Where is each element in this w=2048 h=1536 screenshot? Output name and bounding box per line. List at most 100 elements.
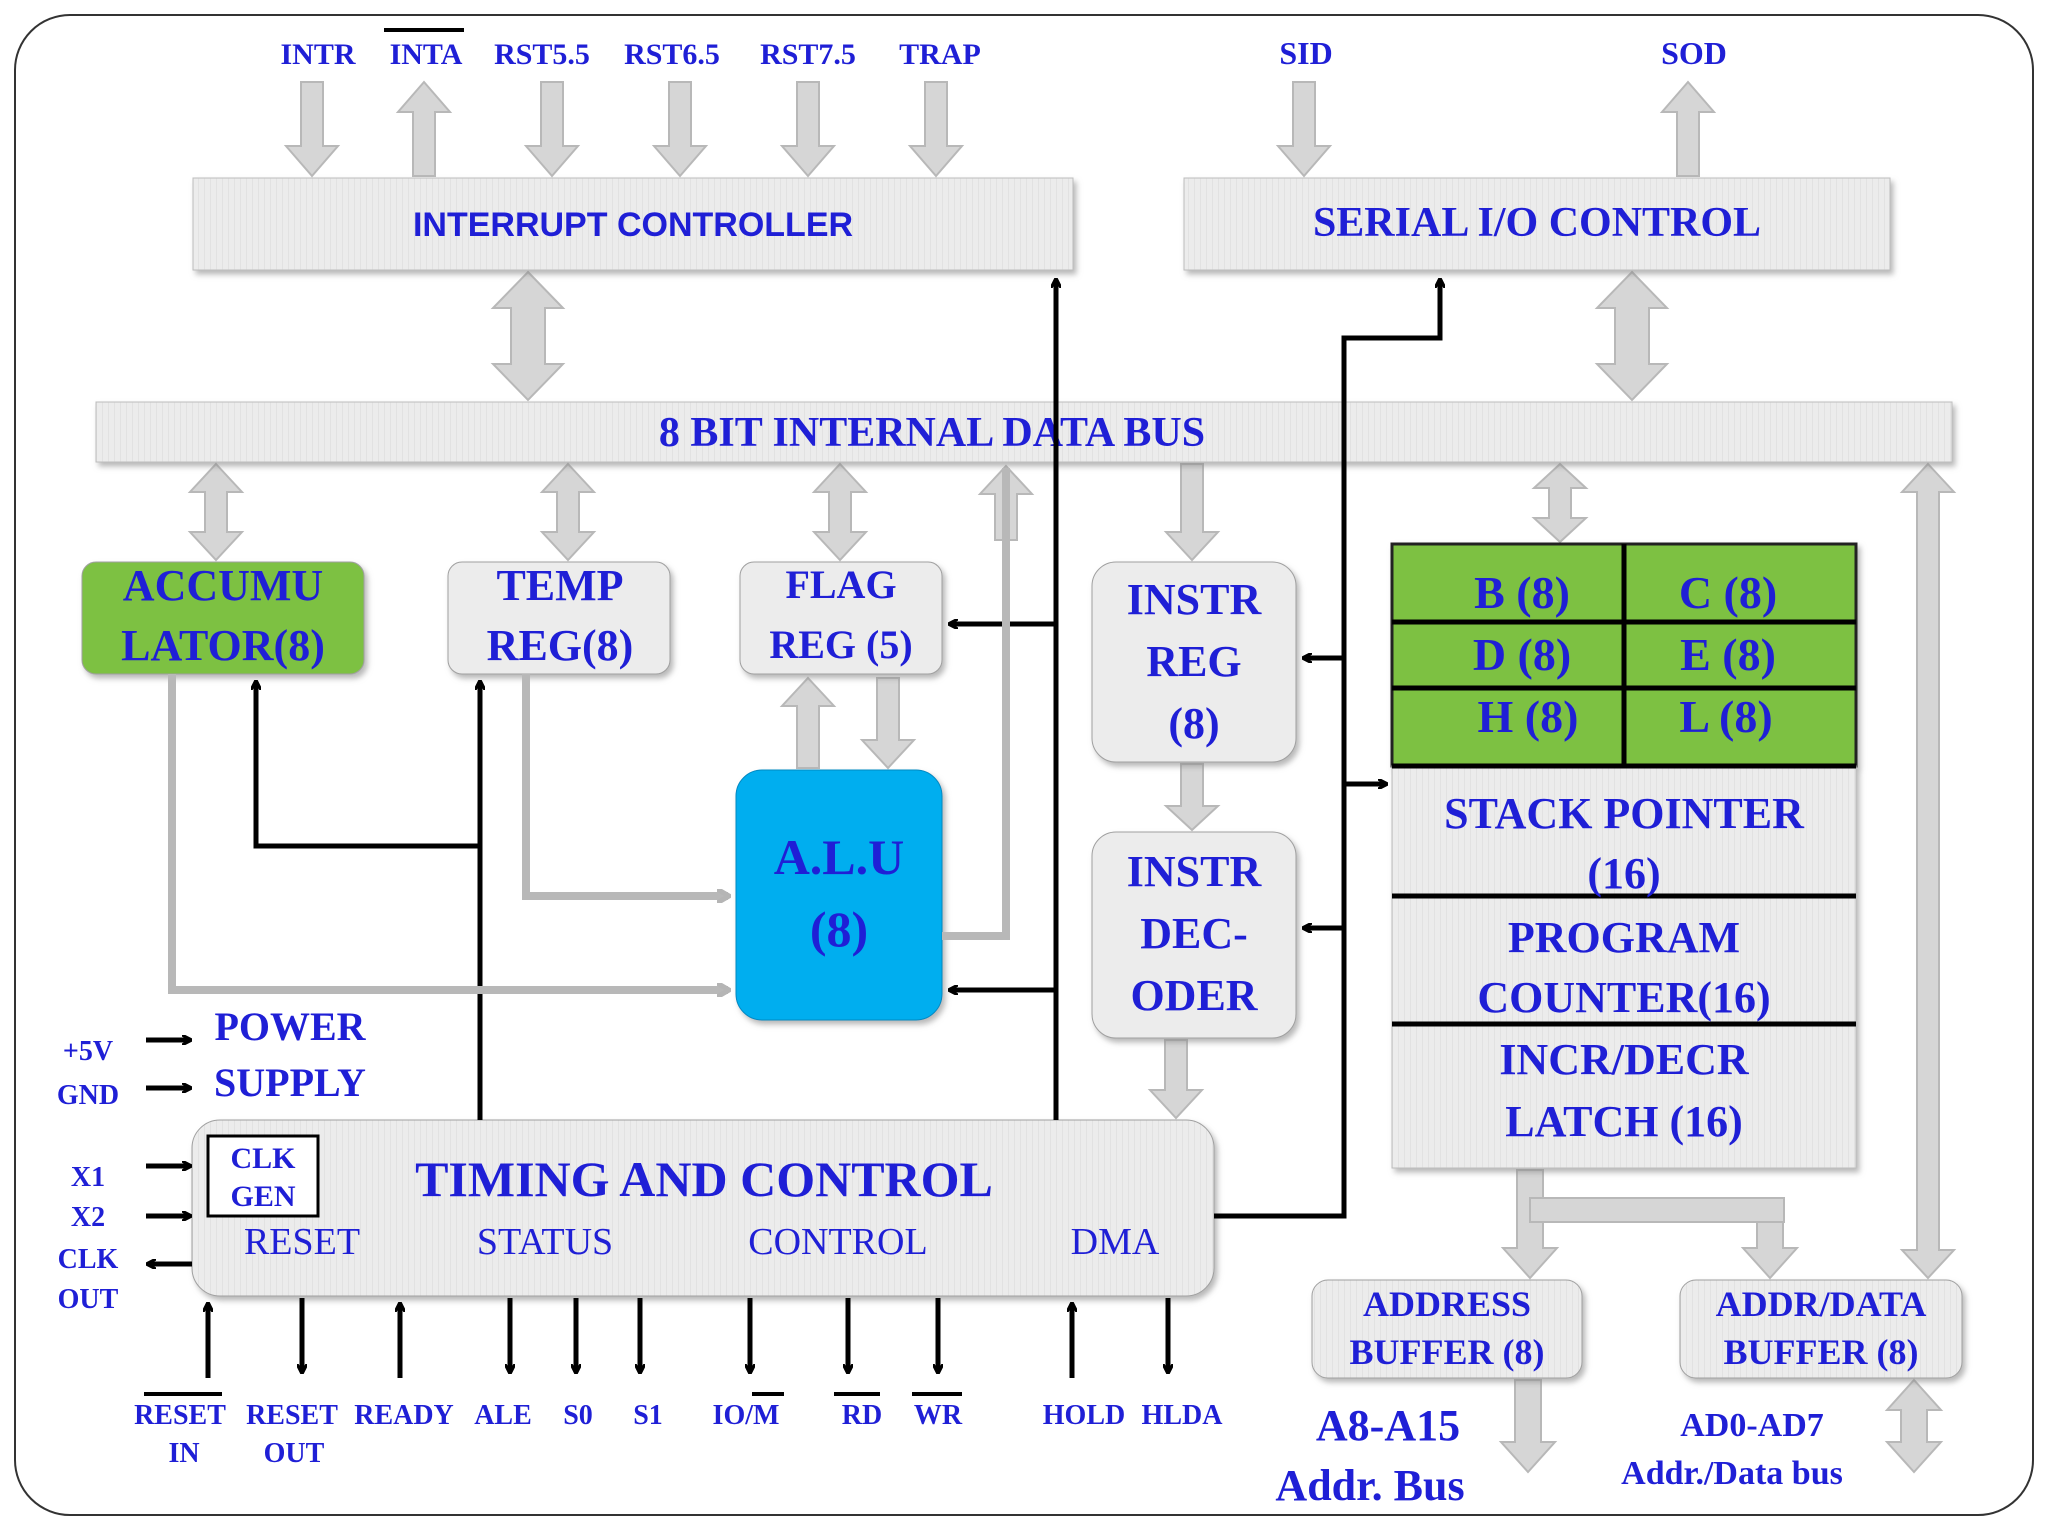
signal-rst75: RST7.5 [760,38,856,71]
data-bus-label-2: Addr./Data bus [1621,1455,1843,1492]
signal-reset-out-2: OUT [264,1438,325,1469]
signal-s0: S0 [563,1400,593,1431]
interrupt-controller-label: INTERRUPT CONTROLLER [413,206,853,244]
bus-arrows [187,80,1957,1474]
instr-reg-label-1: INSTR [1127,575,1263,624]
internal-data-bus [95,401,1953,463]
signal-iom: IO/M [713,1400,780,1431]
instr-decoder-label-3: ODER [1130,971,1258,1020]
flag-reg-label-1: FLAG [785,562,896,607]
ir-to-decoder-arrow [1163,763,1221,832]
signal-ready: READY [354,1400,454,1431]
serial-io-block [1183,177,1891,271]
bus-to-databuf-arrow [1899,462,1957,1280]
stack-pointer-label-2: (16) [1587,849,1660,898]
alu-block [735,769,943,1021]
timing-status-label: STATUS [477,1221,613,1263]
power-clock-arrows [146,1040,192,1264]
clk-gen-label-1: CLK [230,1142,296,1175]
instr-decoder-block [1091,831,1297,1039]
incr-decr-label-2: LATCH (16) [1505,1097,1743,1146]
signal-s1: S1 [633,1400,663,1431]
incr-decr-label-1: INCR/DECR [1499,1035,1750,1084]
rst75-arrow [779,81,837,178]
clock-out: OUT [58,1284,119,1315]
signal-intr: INTR [280,38,355,71]
serial-bus-arrow [1594,270,1670,402]
signal-wr: WR [914,1400,963,1431]
rst55-arrow [523,81,581,178]
power-5v: +5V [63,1036,113,1067]
instr-reg-block [1091,561,1297,763]
sod-arrow [1659,80,1717,177]
timing-control-label: CONTROL [748,1221,927,1263]
program-counter-label-2: COUNTER(16) [1477,973,1770,1022]
signal-hlda: HLDA [1142,1400,1224,1431]
register-e: E (8) [1680,629,1776,680]
inta-arrow [395,80,453,177]
bus-flag-arrow [811,462,869,562]
addr-data-buffer-label-1: ADDR/DATA [1716,1284,1927,1324]
instr-reg-label-3: (8) [1168,699,1219,748]
bus-acc-arrow [187,462,245,562]
signal-rst55: RST5.5 [494,38,590,71]
intr-arrow [283,81,341,178]
rst65-arrow [651,81,709,178]
serial-io-label: SERIAL I/O CONTROL [1313,200,1761,246]
temp-reg-label-1: TEMP [496,561,623,610]
signal-trap: TRAP [899,38,981,71]
stack-pointer-label-1: STACK POINTER [1444,789,1805,838]
signal-reset-out-1: RESET [246,1400,338,1431]
signal-inta: INTA [390,38,463,71]
interrupt-bus-arrow [490,270,566,402]
register-l: L (8) [1679,691,1772,742]
power-gnd: GND [57,1080,119,1111]
latch-to-addrbuf-arrow [1500,1169,1560,1280]
addr-data-buffer-block [1679,1279,1963,1379]
accumulator-label-2: LATOR(8) [121,621,325,670]
latch-branch-connector [1529,1197,1785,1223]
power-supply-label-2: SUPPLY [214,1060,366,1105]
temp-reg-block [447,561,671,675]
signal-hold: HOLD [1043,1400,1125,1431]
alu-to-flag-arrow [779,676,837,769]
flag-reg-label-2: REG (5) [769,622,912,667]
accumulator-label-1: ACCUMU [123,561,323,610]
alu-label-1: A.L.U [774,829,905,885]
data-bus-label-1: AD0-AD7 [1680,1407,1824,1444]
addr-bus-label-1: A8-A15 [1316,1401,1460,1450]
signal-reset-in-2: IN [168,1438,199,1469]
databuf-out-arrow [1884,1378,1944,1474]
address-buffer-label-1: ADDRESS [1363,1284,1531,1324]
register-c: C (8) [1679,567,1777,618]
accumulator-block [81,561,365,675]
flag-to-alu-arrow [859,677,917,770]
signal-reset-in-1: RESET [134,1400,226,1431]
alu-data-paths [168,468,1010,990]
temp-reg-label-2: REG(8) [487,621,634,670]
register-d: D (8) [1473,629,1571,680]
instr-reg-label-2: REG [1146,637,1241,686]
addr-bus-label-2: Addr. Bus [1275,1461,1464,1510]
clk-gen-label-2: GEN [230,1180,295,1213]
signal-sod: SOD [1661,35,1727,71]
decoder-to-timing-arrow [1147,1039,1205,1120]
trap-arrow [907,81,965,178]
signal-ale: ALE [474,1400,532,1431]
clock-x2: X2 [71,1202,105,1233]
timing-dma-label: DMA [1071,1221,1160,1263]
addrbuf-out-arrow [1498,1379,1558,1474]
instr-decoder-label-1: INSTR [1127,847,1263,896]
clock-clk: CLK [58,1244,119,1275]
timing-control-block [191,1119,1215,1297]
program-counter-label-1: PROGRAM [1508,913,1740,962]
address-buffer-label-2: BUFFER (8) [1350,1332,1545,1372]
signal-sid: SID [1279,35,1332,71]
control-wires [256,280,1440,1219]
clk-gen-box [206,1134,320,1218]
register-h: H (8) [1478,691,1579,742]
instr-decoder-label-2: DEC- [1140,909,1248,958]
bus-temp-arrow [539,462,597,562]
interrupt-controller-block [192,177,1074,271]
sid-arrow [1275,81,1333,178]
